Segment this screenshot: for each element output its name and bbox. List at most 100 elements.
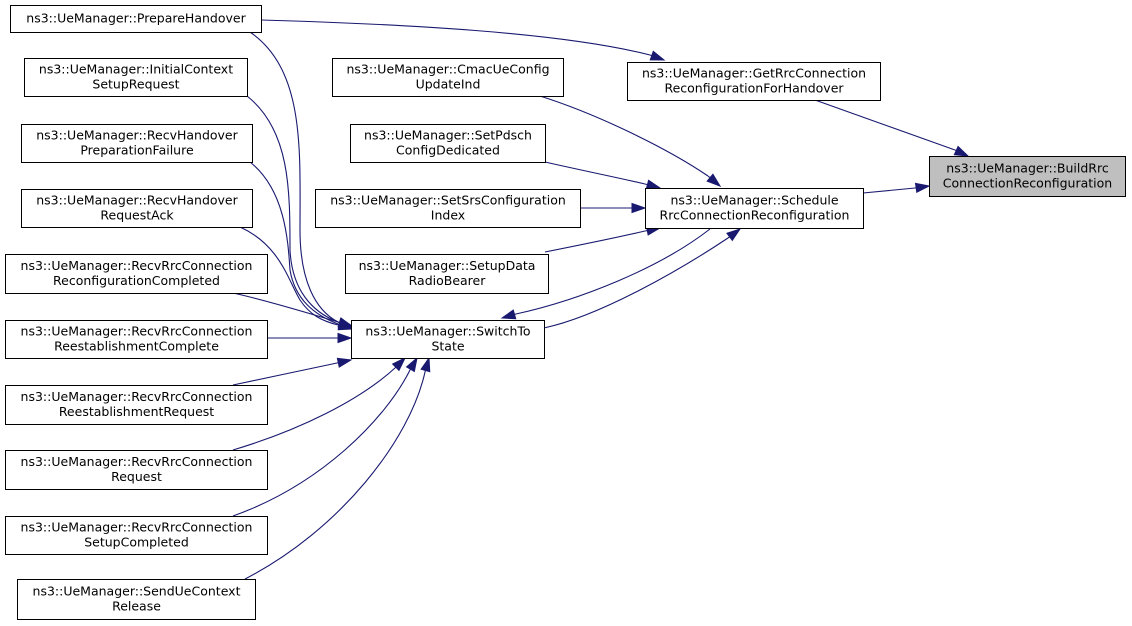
node-label-line: SetupRequest	[92, 77, 179, 92]
node-box[interactable]	[332, 58, 564, 97]
edge-set_pdsch-to-schedule_rrc	[544, 161, 662, 190]
node-label-line: ns3::UeManager::RecvRrcConnection	[21, 258, 253, 273]
node-recv-rrc-reconf-completed[interactable]: ns3::UeManager::RecvRrcConnectionReconfi…	[5, 254, 268, 294]
node-box[interactable]	[21, 189, 253, 228]
node-label-line: ns3::UeManager::RecvHandover	[36, 128, 238, 143]
node-label-line: ns3::UeManager::GetRrcConnection	[642, 66, 866, 81]
node-label-line: ReestablishmentRequest	[59, 404, 214, 419]
arrowhead	[649, 50, 666, 61]
node-box[interactable]	[645, 188, 864, 229]
edge-line	[232, 367, 396, 451]
edge-line	[239, 226, 339, 326]
node-box[interactable]	[5, 254, 268, 294]
edge-line	[232, 292, 339, 323]
node-box[interactable]	[5, 320, 268, 359]
edge-recv_rrc_request-to-switch_to_state	[232, 356, 407, 451]
node-label-line: Index	[431, 208, 465, 223]
node-box[interactable]	[17, 579, 256, 620]
edge-setup_data_rb-to-schedule_rrc	[544, 225, 662, 253]
edge-line	[260, 19, 651, 56]
arrowhead	[336, 357, 353, 368]
node-label-line: ns3::UeManager::RecvRrcConnection	[21, 389, 253, 404]
node-label-line: ns3::UeManager::SetPdsch	[364, 128, 532, 143]
edge-line	[232, 369, 411, 517]
node-box	[929, 156, 1126, 197]
arrowhead	[337, 317, 354, 328]
edge-line	[244, 371, 426, 580]
node-recv-ho-prep-fail[interactable]: ns3::UeManager::RecvHandoverPreparationF…	[21, 124, 253, 163]
node-box[interactable]	[5, 385, 268, 425]
node-box[interactable]	[5, 450, 268, 490]
node-label-line: ns3::UeManager::BuildRrc	[946, 161, 1109, 176]
arrowhead	[706, 173, 722, 187]
node-label-line: ConnectionReconfiguration	[943, 176, 1112, 191]
node-label-line: ns3::UeManager::SetSrsConfiguration	[330, 193, 566, 208]
node-prepare-handover[interactable]: ns3::UeManager::PrepareHandover	[10, 5, 262, 33]
edge-get_rrc_handover-to-build_rrc	[814, 99, 970, 157]
node-label-line: Request	[111, 469, 162, 484]
edge-line	[544, 161, 646, 185]
node-initial-context[interactable]: ns3::UeManager::InitialContextSetupReque…	[24, 58, 248, 97]
edge-line	[862, 187, 916, 194]
edge-line	[544, 230, 646, 253]
node-label-line: ns3::UeManager::SetupData	[359, 258, 536, 273]
nodes-layer: ns3::UeManager::PrepareHandoverns3::UeMa…	[5, 5, 1126, 620]
node-box[interactable]	[21, 124, 253, 163]
edge-send_ue_context_release-to-switch_to_state	[244, 356, 431, 580]
node-box[interactable]	[351, 320, 545, 359]
node-schedule-rrc[interactable]: ns3::UeManager::ScheduleRrcConnectionRec…	[645, 188, 864, 229]
edge-line	[539, 95, 709, 177]
edge-line	[814, 99, 956, 151]
edge-cmac_ue_config-to-schedule_rrc	[539, 95, 722, 187]
node-box[interactable]	[350, 124, 546, 163]
arrowhead	[500, 309, 517, 320]
node-label-line: ns3::UeManager::RecvRrcConnection	[21, 454, 253, 469]
node-recv-rrc-setup-completed[interactable]: ns3::UeManager::RecvRrcConnectionSetupCo…	[5, 516, 268, 555]
node-label-line: SetupCompleted	[84, 535, 189, 550]
node-label-line: RequestAck	[100, 208, 174, 223]
arrowhead	[631, 202, 647, 214]
arrowhead	[405, 356, 418, 373]
edge-prepare_handover-to-get_rrc_handover	[260, 19, 666, 61]
node-label-line: ns3::UeManager::RecvRrcConnection	[21, 324, 253, 339]
edge-schedule_rrc-to-switch_to_state	[500, 228, 711, 320]
node-build-rrc: ns3::UeManager::BuildRrcConnectionReconf…	[929, 156, 1126, 197]
edge-line	[249, 31, 339, 323]
arrowhead	[337, 332, 353, 344]
node-label-line: ReconfigurationCompleted	[53, 273, 220, 288]
node-label-line: ns3::UeManager::SendUeContext	[33, 584, 241, 599]
node-label-line: State	[431, 339, 464, 354]
node-box[interactable]	[315, 189, 581, 228]
node-label-line: ns3::UeManager::RecvRrcConnection	[21, 520, 253, 535]
edge-line	[232, 362, 338, 386]
node-recv-rrc-reest-request[interactable]: ns3::UeManager::RecvRrcConnectionReestab…	[5, 385, 268, 425]
edges-layer	[232, 19, 970, 580]
node-label-line: RrcConnectionReconfiguration	[660, 208, 850, 223]
arrowhead	[391, 356, 407, 372]
node-box[interactable]	[345, 254, 549, 294]
node-box[interactable]	[10, 5, 262, 33]
node-label-line: ns3::UeManager::InitialContext	[39, 62, 233, 77]
node-label-line: RadioBearer	[409, 273, 487, 288]
arrowhead	[420, 356, 431, 373]
node-get-rrc-handover[interactable]: ns3::UeManager::GetRrcConnectionReconfig…	[627, 62, 881, 101]
node-box[interactable]	[24, 58, 248, 97]
node-label-line: ns3::UeManager::SwitchTo	[365, 324, 530, 339]
node-label-line: ns3::UeManager::RecvHandover	[36, 193, 238, 208]
edge-switch_to_state-to-schedule_rrc	[543, 228, 742, 329]
node-label-line: UpdateInd	[416, 77, 481, 92]
node-box[interactable]	[627, 62, 881, 101]
node-recv-rrc-reest-complete[interactable]: ns3::UeManager::RecvRrcConnectionReestab…	[5, 320, 268, 359]
node-label-line: ns3::UeManager::Schedule	[670, 193, 838, 208]
node-label-line: PreparationFailure	[80, 143, 194, 158]
node-box[interactable]	[5, 516, 268, 555]
